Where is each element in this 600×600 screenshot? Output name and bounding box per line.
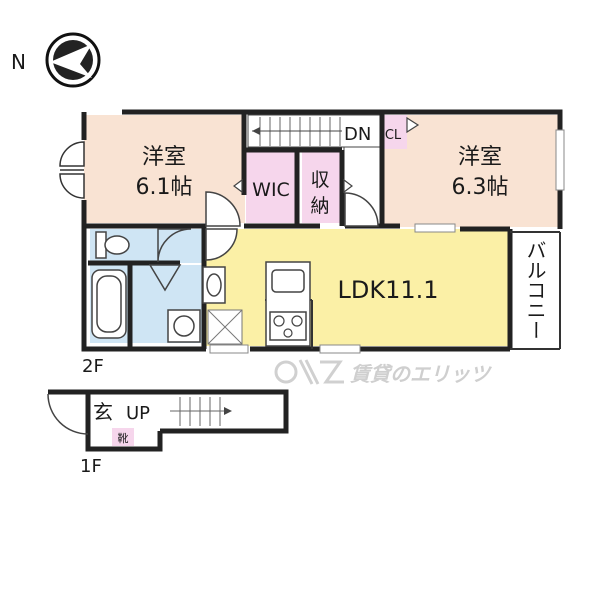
room-east-bedroom (383, 115, 558, 227)
floor2-label: 2F (82, 356, 104, 377)
bathtub-icon (91, 269, 127, 339)
closet-label: CL (385, 128, 402, 143)
stove-icon (273, 315, 303, 338)
room-closet (381, 115, 407, 149)
north-arrow-icon (45, 32, 101, 88)
compass-label: N (11, 50, 26, 74)
washbasin-icon (202, 266, 226, 304)
storage-label-1: 収 (310, 169, 329, 191)
washing-machine-icon (167, 309, 201, 343)
entrance-label: 玄 (93, 400, 113, 424)
ldk-label: LDK11.1 (337, 276, 438, 304)
stair-down-label: DN (344, 124, 371, 145)
shoe-box-label: 靴 (118, 431, 129, 445)
storage-label-2: 納 (310, 195, 329, 217)
room-ldk (206, 229, 510, 346)
floor1-plan (47, 389, 289, 452)
balcony-label: バルコニー (523, 240, 547, 340)
window-west (59, 141, 85, 199)
door-swings (148, 191, 379, 292)
eliz-logo-icon (274, 359, 344, 385)
utility-space (207, 309, 243, 345)
room-wic (246, 151, 296, 223)
windows-2f (209, 129, 565, 354)
walls-2f (81, 109, 563, 352)
toilet-icon (95, 231, 130, 259)
watermark-text: 賃貸のエリッツ (350, 362, 493, 386)
wic-label: WIC (252, 179, 290, 201)
west-bedroom-size: 6.1帖 (136, 175, 193, 200)
floor1-label: 1F (80, 456, 102, 477)
east-bedroom-name: 洋室 (458, 145, 502, 170)
east-bedroom-size: 6.3帖 (452, 175, 509, 200)
stair-up-label: UP (126, 403, 150, 424)
arrow-markers (233, 116, 420, 194)
kitchen-counter (265, 261, 311, 347)
shoe-box (112, 428, 134, 446)
west-bedroom-name: 洋室 (142, 145, 186, 170)
room-storage (302, 151, 342, 223)
